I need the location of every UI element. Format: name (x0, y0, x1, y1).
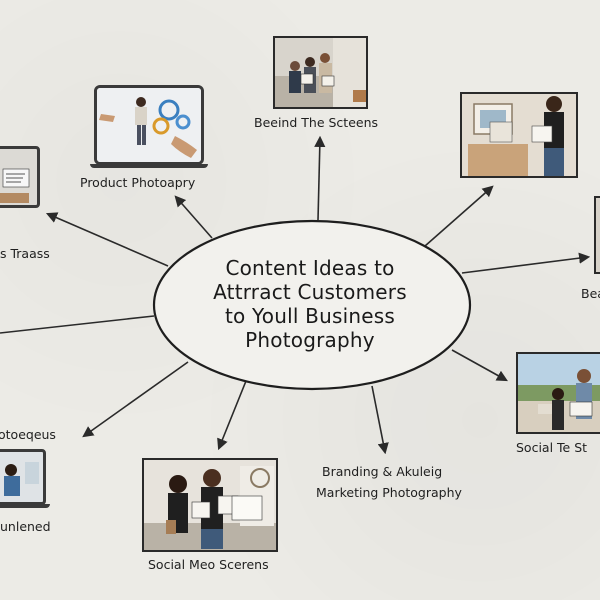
label-behind-scenes: Beeind The Scteens (254, 115, 379, 130)
label-product-photo: Product Photoapry (80, 175, 196, 190)
label-social-right: Social Te St (516, 440, 588, 455)
left-bottom-illustration (4, 462, 39, 496)
label-left-top: s Traass (0, 246, 50, 261)
behind-scenes-photo (273, 36, 368, 109)
center-line-2: Attrract Customers (213, 280, 407, 304)
left-bottom-laptop-base (0, 504, 50, 508)
social-scenes-photo (142, 458, 278, 552)
center-line-3: to Youll Business (225, 304, 395, 328)
right-mid-photo (594, 196, 600, 274)
arrow-to-branding (371, 385, 389, 455)
center-ellipse (152, 219, 472, 391)
arrow-to-social-right (451, 349, 508, 382)
center-title: Content Ideas to Attrract Customers to Y… (160, 256, 460, 352)
left-top-laptop (0, 146, 40, 208)
center-line-1: Content Ideas to (225, 256, 395, 280)
product-photo-illustration (97, 88, 201, 162)
label-branding-line-1: Branding & Akuleig (322, 464, 443, 479)
center-line-4: Photography (245, 328, 375, 352)
label-right-mid: Bea (581, 286, 600, 301)
label-left-bottom: unlened (0, 519, 51, 534)
arrow-to-right-mid (461, 252, 591, 274)
arrow-to-social-scenes (217, 380, 247, 451)
social-right-illustration (538, 369, 593, 430)
behind-scenes-illustration (289, 38, 366, 107)
label-social-scenes: Social Meo Scerens (148, 557, 269, 572)
label-branding-line-2: Marketing Photography (316, 485, 462, 500)
arrow-to-left-mid (82, 361, 189, 438)
left-top-illustration (0, 168, 30, 203)
line-to-left-edge (0, 315, 155, 334)
arrow-to-behind-scenes (314, 135, 326, 221)
product-photo-laptop (94, 85, 204, 165)
arrow-to-left-top (45, 212, 169, 267)
arrow-to-product-photo (174, 195, 213, 239)
left-bottom-laptop (0, 449, 46, 505)
top-right-photo (460, 92, 578, 178)
social-right-photo (516, 352, 600, 434)
social-scenes-illustration (166, 466, 274, 549)
top-right-illustration (468, 96, 564, 176)
label-left-mid: otoeqeus (0, 427, 56, 442)
product-laptop-base (90, 164, 208, 168)
arrow-to-top-right-photo (424, 185, 494, 247)
